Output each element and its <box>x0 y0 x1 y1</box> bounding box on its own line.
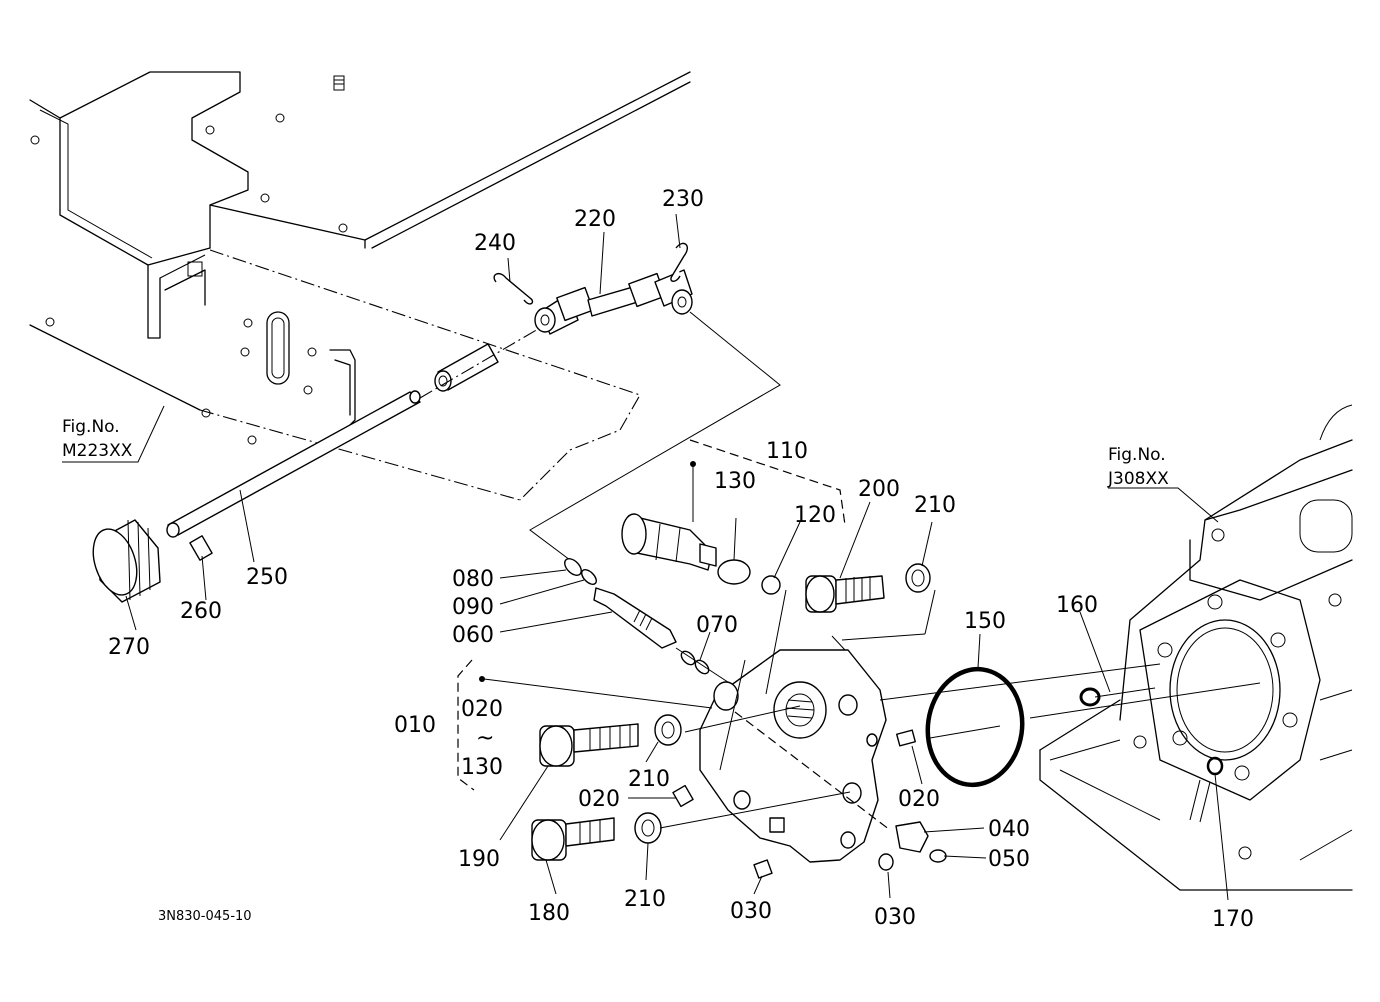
label-210-middle: 210 <box>628 767 670 792</box>
label-180: 180 <box>528 901 570 926</box>
label-030-right: 030 <box>874 905 916 930</box>
fig-ref-right-title: Fig.No. <box>1108 445 1166 465</box>
label-250: 250 <box>246 565 288 590</box>
label-210-top: 210 <box>914 493 956 518</box>
control-rod-assembly <box>92 324 546 603</box>
leader-lines <box>62 213 1261 901</box>
bolt-190 <box>539 714 682 767</box>
label-040: 040 <box>988 817 1030 842</box>
label-010: 010 <box>394 713 436 738</box>
oring-170 <box>1206 756 1224 776</box>
label-230: 230 <box>662 187 704 212</box>
valve-housing-010 <box>699 649 891 863</box>
label-160: 160 <box>1056 593 1098 618</box>
fig-ref-right-code: J308XX <box>1107 469 1169 489</box>
label-090: 090 <box>452 595 494 620</box>
label-240: 240 <box>474 231 516 256</box>
valve-spool-110 <box>621 439 846 595</box>
label-200: 200 <box>858 477 900 502</box>
label-050: 050 <box>988 847 1030 872</box>
label-020-right: 020 <box>898 787 940 812</box>
label-080: 080 <box>452 567 494 592</box>
drawing-code: 3N830-045-10 <box>158 909 252 924</box>
bolt-200 <box>805 563 931 613</box>
label-270: 270 <box>108 635 150 660</box>
label-120: 120 <box>794 503 836 528</box>
oring-150 <box>925 666 1025 788</box>
bolt-180 <box>531 812 662 861</box>
label-110: 110 <box>766 439 808 464</box>
label-220: 220 <box>574 207 616 232</box>
label-range-tilde: ~ <box>476 726 494 751</box>
label-060: 060 <box>452 623 494 648</box>
label-130-range-end: 130 <box>461 755 503 780</box>
label-020-left: 020 <box>578 787 620 812</box>
oring-160 <box>1079 687 1101 707</box>
detent-assembly <box>564 558 741 691</box>
figure-references: Fig.No. M223XX Fig.No. J308XX <box>62 417 1169 489</box>
label-210-bottom: 210 <box>624 887 666 912</box>
label-170: 170 <box>1212 907 1254 932</box>
transmission-case <box>1039 404 1353 891</box>
label-190: 190 <box>458 847 500 872</box>
label-260: 260 <box>180 599 222 624</box>
label-020-range-start: 020 <box>461 697 503 722</box>
fig-ref-left-title: Fig.No. <box>62 417 120 437</box>
knob-270 <box>92 519 161 603</box>
label-070: 070 <box>696 613 738 638</box>
label-130: 130 <box>714 469 756 494</box>
set-screws <box>672 729 947 879</box>
label-150: 150 <box>964 609 1006 634</box>
fig-ref-left-code: M223XX <box>62 441 133 461</box>
part-number-labels: 010 020 ~ 130 020 020 030 030 040 050 06… <box>108 187 1254 932</box>
chassis-frame <box>29 71 691 501</box>
universal-joint-220 <box>493 242 781 561</box>
label-030-left: 030 <box>730 899 772 924</box>
